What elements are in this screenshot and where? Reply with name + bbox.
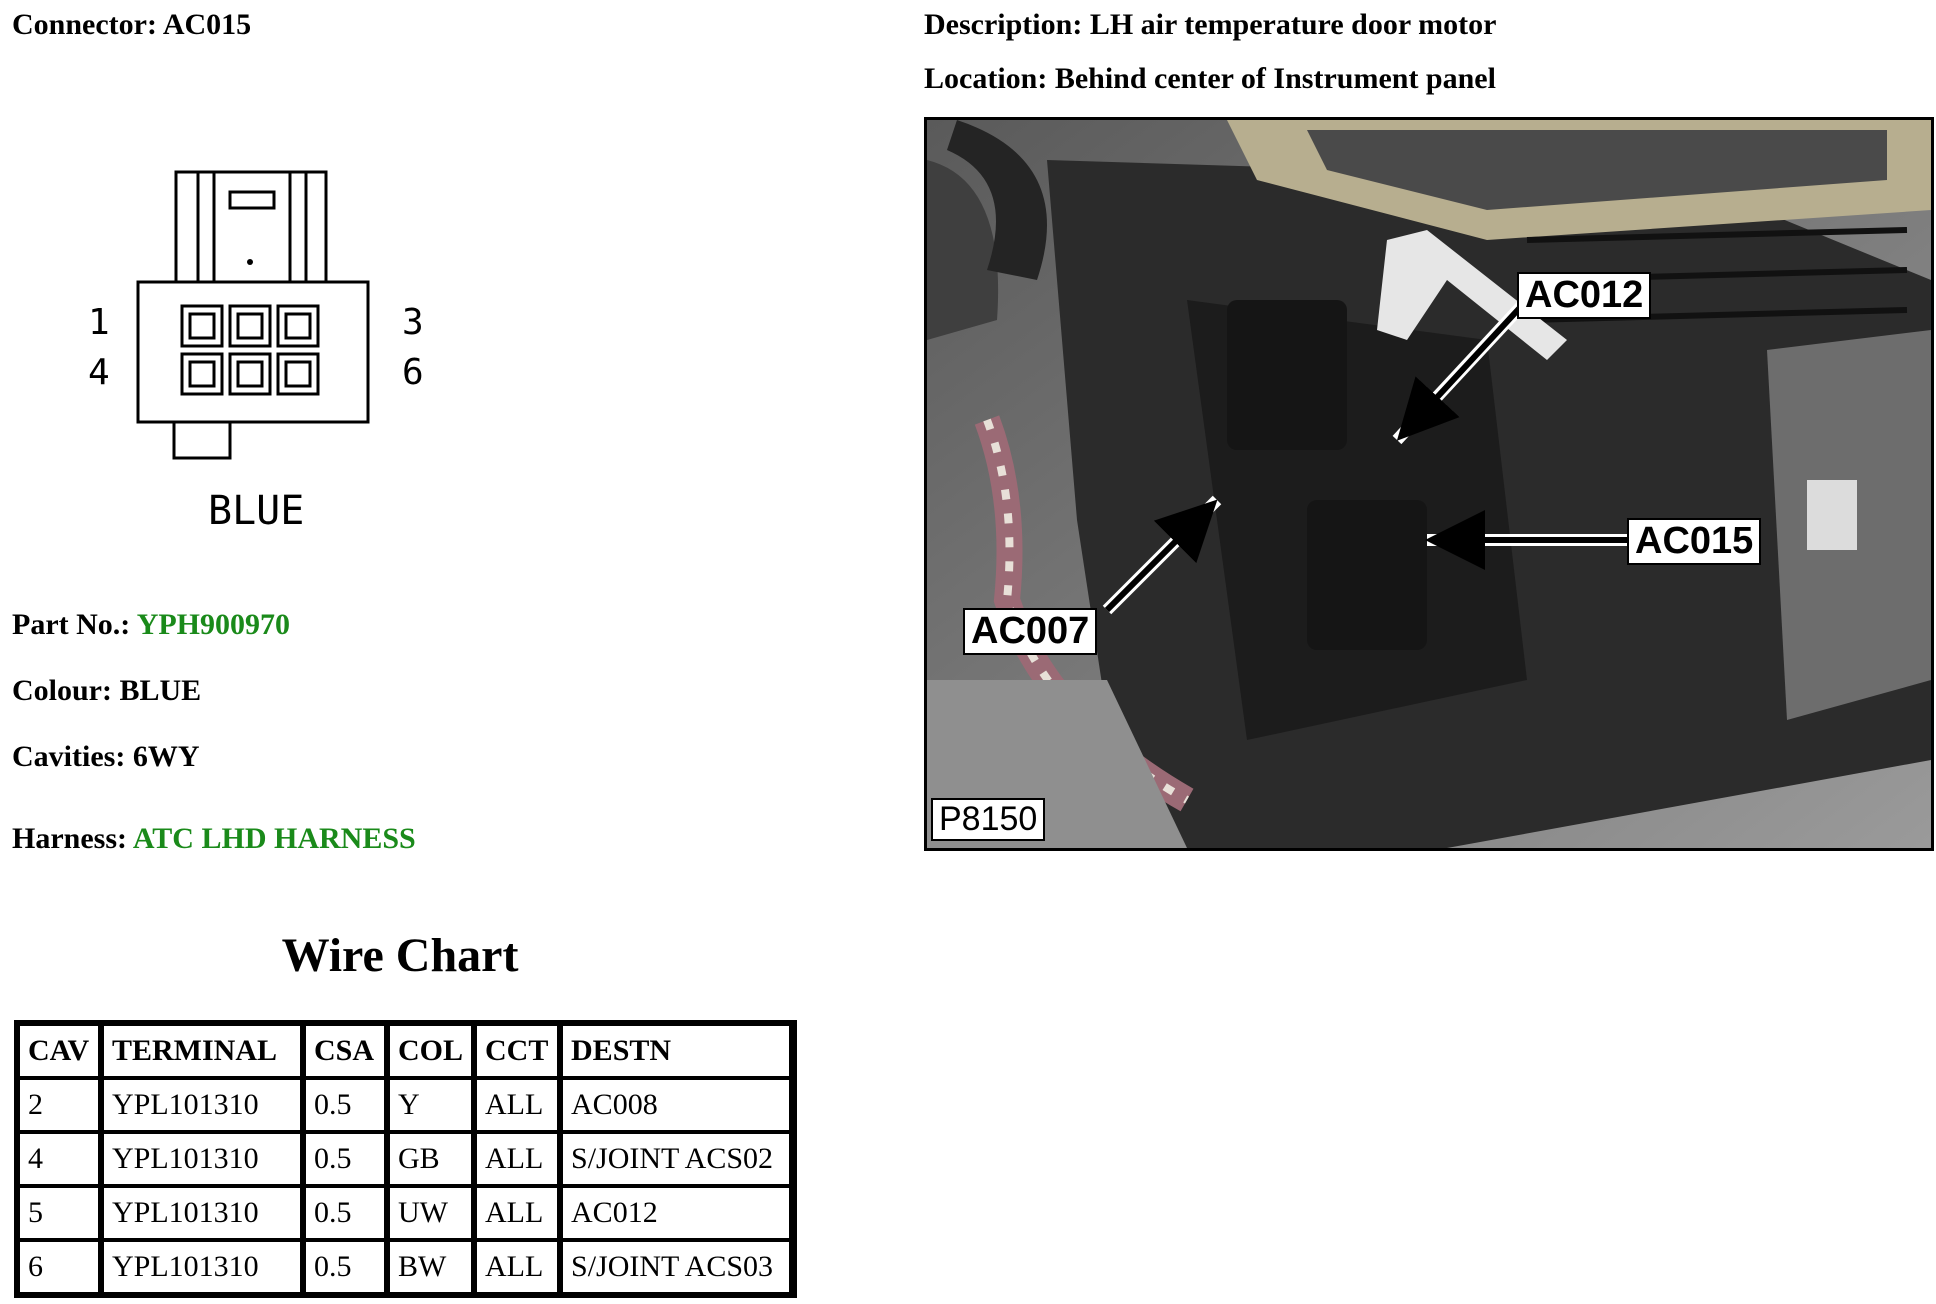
cell-terminal: YPL101310 (102, 1078, 304, 1132)
callout-ac012: AC012 (1517, 272, 1652, 319)
cell-terminal: YPL101310 (102, 1240, 304, 1294)
cell-cav: 4 (18, 1132, 102, 1186)
table-row: 5 YPL101310 0.5 UW ALL AC012 (18, 1186, 794, 1240)
diagram-colour-caption: BLUE (208, 488, 305, 534)
cell-csa: 0.5 (304, 1240, 388, 1294)
wire-chart-table: CAV TERMINAL CSA COL CCT DESTN 2 YPL1013… (14, 1020, 798, 1298)
part-no-value: YPH900970 (136, 608, 291, 641)
callout-ac015: AC015 (1627, 518, 1762, 565)
cell-destn: AC012 (561, 1186, 794, 1240)
callout-arrows (1102, 295, 1627, 615)
arrow-ac012 (1396, 297, 1530, 441)
cell-cct: ALL (475, 1078, 562, 1132)
cell-destn: S/JOINT ACS03 (561, 1240, 794, 1294)
cell-cav: 5 (18, 1186, 102, 1240)
photo-ref: P8150 (931, 798, 1046, 841)
colour-label: Colour: (12, 674, 112, 707)
cell-cct: ALL (475, 1240, 562, 1294)
cell-col: BW (388, 1240, 476, 1294)
description-line: Description: LH air temperature door mot… (924, 8, 1496, 42)
pin-label-6: 6 (402, 352, 424, 393)
table-row: 4 YPL101310 0.5 GB ALL S/JOINT ACS02 (18, 1132, 794, 1186)
cavities-label: Cavities: (12, 740, 126, 773)
cavities-line: Cavities: 6WY (12, 740, 199, 774)
cell-terminal: YPL101310 (102, 1132, 304, 1186)
cell-cct: ALL (475, 1186, 562, 1240)
header-terminal: TERMINAL (102, 1024, 304, 1078)
cell-csa: 0.5 (304, 1186, 388, 1240)
cavities-value: 6WY (132, 740, 200, 773)
cell-col: Y (388, 1078, 476, 1132)
connector-heading: Connector: AC015 (12, 8, 251, 42)
location-value: Behind center of Instrument panel (1054, 62, 1496, 95)
cell-terminal: YPL101310 (102, 1186, 304, 1240)
part-no-label: Part No.: (12, 608, 131, 641)
location-label: Location: (924, 62, 1048, 95)
cell-col: GB (388, 1132, 476, 1186)
pin-label-1: 1 (88, 302, 110, 343)
connector-value: AC015 (162, 8, 252, 41)
cell-cav: 6 (18, 1240, 102, 1294)
photo-illustration (927, 120, 1931, 848)
header-cct: CCT (475, 1024, 562, 1078)
cell-destn: S/JOINT ACS02 (561, 1132, 794, 1186)
table-row: 2 YPL101310 0.5 Y ALL AC008 (18, 1078, 794, 1132)
part-no-line: Part No.: YPH900970 (12, 608, 290, 642)
pin-label-4: 4 (88, 352, 110, 393)
arrow-ac007 (1104, 499, 1218, 613)
callout-ac007: AC007 (963, 608, 1098, 655)
table-row: 6 YPL101310 0.5 BW ALL S/JOINT ACS03 (18, 1240, 794, 1294)
header-cav: CAV (18, 1024, 102, 1078)
connector-diagram (136, 170, 370, 460)
cell-col: UW (388, 1186, 476, 1240)
description-label: Description: (924, 8, 1083, 41)
location-photo: AC012 AC015 AC007 P8150 (924, 117, 1934, 851)
cell-cct: ALL (475, 1132, 562, 1186)
connector-label: Connector: (12, 8, 157, 41)
header-destn: DESTN (561, 1024, 794, 1078)
table-header-row: CAV TERMINAL CSA COL CCT DESTN (18, 1024, 794, 1078)
description-value: LH air temperature door motor (1089, 8, 1497, 41)
harness-line: Harness: ATC LHD HARNESS (12, 822, 416, 856)
cell-csa: 0.5 (304, 1078, 388, 1132)
cell-cav: 2 (18, 1078, 102, 1132)
wire-chart-title: Wire Chart (281, 929, 519, 982)
harness-value: ATC LHD HARNESS (132, 822, 416, 855)
harness-label: Harness: (12, 822, 127, 855)
pin-label-3: 3 (402, 302, 424, 343)
location-line: Location: Behind center of Instrument pa… (924, 62, 1496, 96)
cell-csa: 0.5 (304, 1132, 388, 1186)
colour-line: Colour: BLUE (12, 674, 201, 708)
cell-destn: AC008 (561, 1078, 794, 1132)
header-col: COL (388, 1024, 476, 1078)
colour-value: BLUE (119, 674, 202, 707)
header-csa: CSA (304, 1024, 388, 1078)
